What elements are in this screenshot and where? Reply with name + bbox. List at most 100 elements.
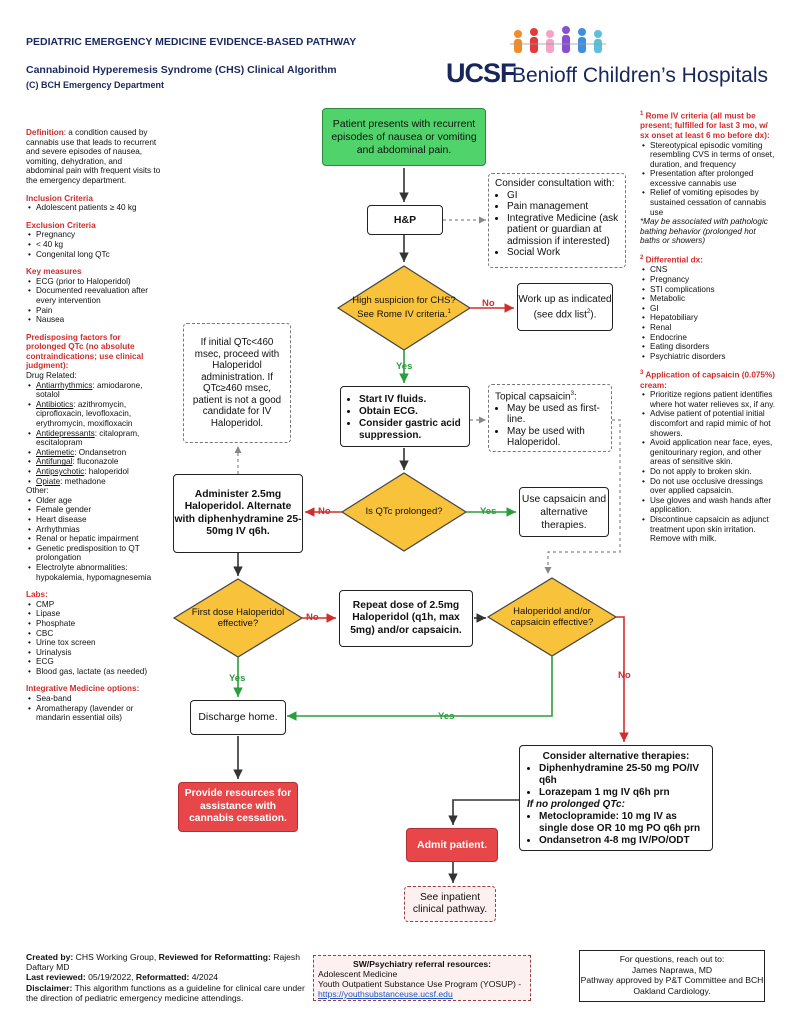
list-item: Antiemetic: Ondansetron [28, 448, 161, 458]
discharge-node: Discharge home. [190, 700, 286, 735]
definition: Definition: a condition caused by cannab… [26, 128, 161, 186]
list-item: CBC [28, 629, 161, 639]
yes-label: Yes [438, 711, 455, 722]
children-figures-icon [510, 26, 606, 53]
list-item: Heart disease [28, 515, 161, 525]
list-item: Opiate: methadone [28, 477, 161, 487]
list-item: CNS [642, 265, 776, 275]
list-item: < 40 kg [28, 240, 161, 250]
yosup-link[interactable]: https://youthsubstanceuse.ucsf.edu [318, 989, 453, 999]
key-measures-title: Key measures [26, 267, 82, 277]
list-item: Genetic predisposition to QT prolongatio… [28, 544, 161, 563]
list-item: Obtain ECG. [359, 406, 463, 418]
definition-text: : a condition caused by cannabis use tha… [26, 128, 161, 185]
list-item: Start IV fluids. [359, 394, 463, 406]
qtc-note-box: If initial QTc<460 msec, proceed with Ha… [183, 323, 291, 443]
decision-first-dose-text: First dose Haloperidol effective? [191, 606, 285, 630]
list-item: Antipsychotic: haloperidol [28, 467, 161, 477]
capsaicin-title: 3 Application of capsaicin (0.075%) crea… [640, 370, 775, 390]
list-item: Discontinue capsaicin as adjunct treatme… [642, 515, 776, 544]
key-measures-list: ECG (prior to Haloperidol) Documented re… [26, 277, 161, 325]
list-item: Urine tox screen [28, 638, 161, 648]
list-item: Pregnancy [642, 275, 776, 285]
questions-line: James Naprawa, MD [631, 964, 713, 975]
consult-title: Consider consultation with: [495, 178, 615, 189]
list-item: Diphenhydramine 25-50 mg PO/IV q6h [539, 763, 705, 787]
list-item: STI complications [642, 285, 776, 295]
ucsf-wordmark: UCSF [446, 58, 516, 88]
list-item: Arrhythmias [28, 525, 161, 535]
list-item: Relief of vomiting episodes by sustained… [642, 188, 776, 217]
decision-qtc-text: Is QTc prolonged? [365, 506, 443, 518]
left-sidebar: Definition: a condition caused by cannab… [26, 128, 161, 723]
no-label: No [618, 670, 631, 681]
list-item: GI [642, 304, 776, 314]
alt-title: Consider alternative therapies: [542, 751, 690, 762]
list-item: Lorazepam 1 mg IV q6h prn [539, 787, 705, 799]
list-item: Eating disorders [642, 342, 776, 352]
benioff-wordmark: Benioff Children’s Hospitals [512, 64, 769, 87]
questions-box: For questions, reach out to: James Napra… [579, 950, 765, 1002]
list-item: Congenital long QTc [28, 250, 161, 260]
topical-capsaicin-box: Topical capsaicin3: May be used as first… [488, 384, 612, 452]
list-item: Antibiotics: azithromycin, ciprofloxacin… [28, 400, 161, 429]
inclusion-title: Inclusion Criteria [26, 193, 93, 203]
definition-label: Definition [26, 128, 64, 137]
list-item: Pain management [507, 201, 619, 213]
use-capsaicin-node: Use capsaicin and alternative therapies. [519, 487, 609, 537]
drug-related-label: Drug Related: [26, 371, 77, 381]
consult-box: Consider consultation with: GI Pain mana… [488, 173, 626, 268]
alt-if-label: If no prolonged QTc: [527, 799, 625, 810]
no-label: No [318, 506, 331, 517]
other-list: Older age Female gender Heart disease Ar… [26, 496, 161, 582]
list-item: Phosphate [28, 619, 161, 629]
decision-qtc-diamond [340, 472, 468, 552]
exclusion-list: Pregnancy < 40 kg Congenital long QTc [26, 230, 161, 259]
list-item: Integrative Medicine (ask patient or gua… [507, 213, 619, 248]
referral-resources-box: SW/Psychiatry referral resources: Adoles… [313, 955, 531, 1001]
list-item: Antidepressants: citalopram, escitalopra… [28, 429, 161, 448]
list-item: Adolescent patients ≥ 40 kg [28, 203, 161, 213]
list-item: Presentation after prolonged excessive c… [642, 169, 776, 188]
list-item: Urinalysis [28, 648, 161, 658]
list-item: Endocrine [642, 333, 776, 343]
ucsf-logo: UCSF Benioff Children’s Hospitals [446, 22, 776, 92]
list-item: Nausea [28, 315, 161, 325]
list-item: May be used as first-line. [507, 403, 605, 426]
exclusion-title: Exclusion Criteria [26, 220, 96, 230]
list-item: Pregnancy [28, 230, 161, 240]
page-subtitle: (C) BCH Emergency Department [26, 80, 165, 90]
referral-line: Youth Outpatient Substance Use Program (… [318, 979, 522, 989]
drug-list: Antiarrhythmics: amiodarone, sotalol Ant… [26, 381, 161, 487]
questions-line: Pathway approved by P&T Committee and BC… [580, 975, 764, 996]
list-item: May be used with Haloperidol. [507, 426, 605, 449]
list-item: Hepatobiliary [642, 313, 776, 323]
list-item: Consider gastric acid suppression. [359, 418, 463, 442]
list-item: Antiarrhythmics: amiodarone, sotalol [28, 381, 161, 400]
repeat-dose-node: Repeat dose of 2.5mg Haloperidol (q1h, m… [339, 590, 473, 647]
start-node: Patient presents with recurrent episodes… [322, 108, 486, 166]
inpatient-pathway-node: See inpatient clinical pathway. [404, 886, 496, 922]
pathway-label: PEDIATRIC EMERGENCY MEDICINE EVIDENCE-BA… [26, 36, 357, 48]
ddx-title: 2 Differential dx: [640, 255, 703, 265]
workup-node: Work up as indicated (see ddx list2). [517, 283, 613, 331]
other-label: Other: [26, 486, 49, 496]
list-item: Blood gas, lactate (as needed) [28, 667, 161, 677]
rome-note: *May be associated with pathologic bathi… [640, 217, 768, 246]
alternative-therapies-node: Consider alternative therapies: Diphenhy… [519, 745, 713, 851]
rome-title: 1 Rome IV criteria (all must be present;… [640, 111, 770, 140]
yes-label: Yes [229, 673, 246, 684]
list-item: Metabolic [642, 294, 776, 304]
list-item: Documented reevaluation after every inte… [28, 286, 161, 305]
list-item: Stereotypical episodic vomiting resembli… [642, 141, 776, 170]
list-item: Pain [28, 306, 161, 316]
start-iv-node: Start IV fluids. Obtain ECG. Consider ga… [340, 386, 470, 447]
hp-node: H&P [367, 205, 443, 235]
list-item: Renal or hepatic impairment [28, 534, 161, 544]
list-item: Antifungal: fluconazole [28, 457, 161, 467]
footer-credits: Created by: CHS Working Group, Reviewed … [26, 952, 305, 1003]
list-item: Older age [28, 496, 161, 506]
resources-node: Provide resources for assistance with ca… [178, 782, 298, 832]
rome-list: Stereotypical episodic vomiting resembli… [640, 141, 776, 218]
